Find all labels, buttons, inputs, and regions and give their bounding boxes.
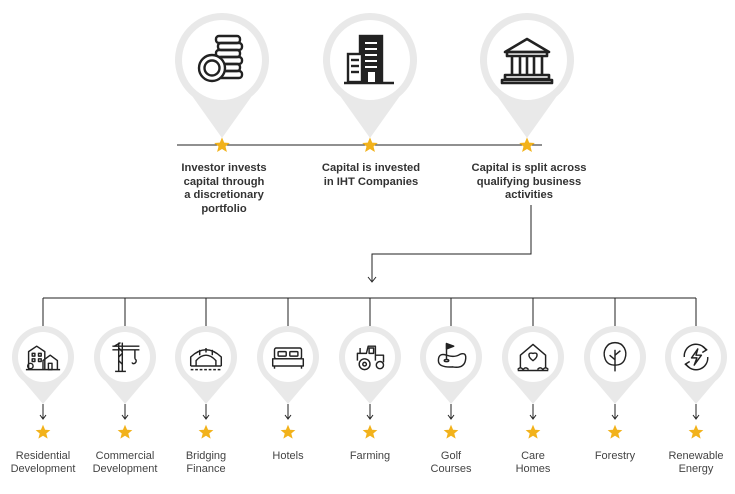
down-arrowhead	[39, 414, 47, 420]
star-icon	[198, 424, 214, 439]
down-arrowhead	[121, 414, 129, 420]
category-pin-5	[339, 326, 402, 439]
down-arrowhead	[202, 414, 210, 420]
category-label-care-homes: Care Homes	[515, 450, 551, 475]
step-3-text: Capital is split across qualifying busin…	[471, 162, 587, 201]
step-pin-3	[479, 13, 574, 153]
category-label-residential: Residential Development	[10, 450, 76, 475]
category-pins	[12, 325, 727, 439]
down-arrowhead	[366, 414, 374, 420]
star-icon	[443, 424, 459, 439]
star-icon	[362, 137, 378, 153]
pin-inner-circle	[671, 332, 721, 382]
star-icon	[35, 424, 51, 439]
pin-inner-circle	[18, 332, 68, 382]
step-2-text: Capital is invested in IHT Companies	[321, 162, 421, 188]
category-label-golf: Golf Courses	[430, 450, 472, 475]
category-pin-4	[257, 325, 319, 439]
category-pin-1	[12, 325, 75, 439]
pin-inner-circle	[181, 332, 231, 382]
star-icon	[214, 137, 230, 153]
down-arrowhead	[447, 414, 455, 420]
down-arrowhead	[611, 414, 619, 420]
category-pin-9	[665, 325, 727, 439]
category-pin-6	[420, 326, 483, 439]
category-pin-2	[94, 325, 156, 439]
step-1-text: Investor invests capital through a discr…	[181, 162, 267, 215]
category-pin-7	[502, 325, 564, 439]
step-pins	[174, 12, 574, 153]
category-label-commercial: Commercial Development	[92, 450, 158, 475]
pin-inner-circle	[345, 332, 395, 382]
category-label-forestry: Forestry	[594, 450, 636, 462]
star-icon	[362, 424, 378, 439]
pin-inner-circle	[426, 332, 476, 382]
category-label-renewable: Renewable Energy	[668, 450, 724, 475]
split-arrowhead	[367, 276, 377, 283]
star-icon	[525, 424, 541, 439]
category-label-hotels: Hotels	[272, 450, 304, 462]
category-pin-8	[583, 325, 646, 439]
pin-inner-circle	[508, 332, 558, 382]
down-arrowhead	[529, 414, 537, 420]
star-icon	[688, 424, 704, 439]
star-icon	[607, 424, 623, 439]
category-label-bridging: Bridging Finance	[185, 450, 227, 475]
split-connector	[371, 205, 532, 281]
star-icon	[117, 424, 133, 439]
down-arrowhead	[692, 414, 700, 420]
star-icon	[280, 424, 296, 439]
step-pin-2	[323, 13, 417, 153]
down-arrowhead	[284, 414, 292, 420]
connector-lines	[39, 144, 700, 420]
step-pin-1	[174, 12, 269, 153]
star-icon	[519, 137, 535, 153]
pin-inner-circle	[100, 332, 150, 382]
category-pin-3	[175, 325, 237, 439]
pin-inner-circle	[263, 332, 313, 382]
category-label-farming: Farming	[349, 450, 391, 462]
